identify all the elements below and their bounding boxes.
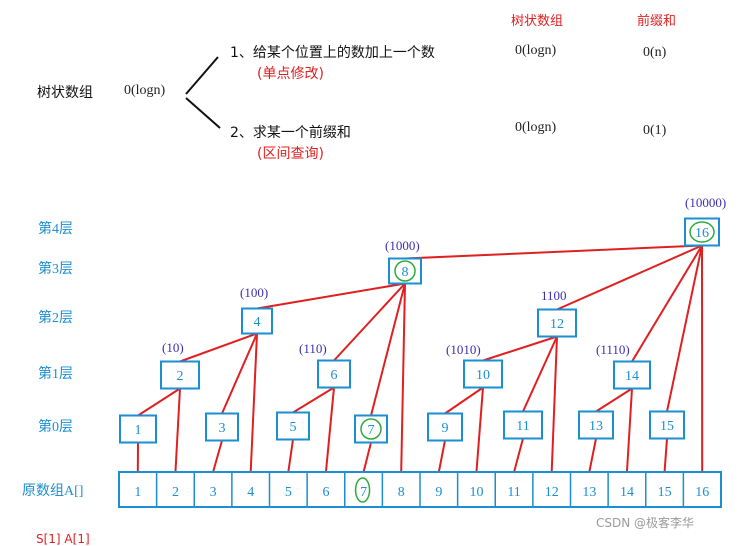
tree-node-14-binary: (1110)	[596, 342, 630, 357]
array-cell-9: 9	[435, 485, 442, 500]
edge-13-to-array-13	[589, 439, 596, 473]
edge-14-to-16	[632, 246, 702, 362]
edge-2-to-array-2	[175, 389, 180, 473]
edge-8-to-16	[405, 246, 702, 259]
edge-8-to-array-8	[401, 284, 405, 473]
array-cell-2: 2	[172, 485, 179, 500]
tree-node-2-label: 2	[177, 369, 184, 384]
edge-14-to-array-14	[627, 389, 632, 473]
tree-node-12-label: 12	[550, 317, 564, 332]
tree-node-3-label: 3	[219, 421, 226, 436]
array-cell-8: 8	[398, 485, 405, 500]
array-cell-16: 16	[695, 485, 709, 500]
tree-node-16-label: 16	[695, 226, 709, 241]
array-cell-10: 10	[469, 485, 483, 500]
array-cell-11: 11	[507, 485, 520, 500]
tree-node-6-label: 6	[331, 368, 338, 383]
array-cell-5: 5	[285, 485, 292, 500]
edge-1-to-2	[138, 389, 180, 416]
edge-6-to-array-6	[326, 388, 334, 473]
tree-node-12-binary: 1100	[541, 288, 567, 303]
edge-12-to-array-12	[552, 337, 557, 473]
edge-5-to-6	[293, 388, 334, 413]
edge-12-to-16	[557, 246, 702, 310]
edge-4-to-array-4	[251, 334, 257, 473]
edge-7-to-array-7	[364, 443, 371, 473]
array-cell-15: 15	[658, 485, 672, 500]
edge-15-to-array-15	[665, 439, 667, 473]
edge-10-to-array-10	[476, 388, 483, 473]
tree-node-13-label: 13	[589, 419, 603, 434]
tree-node-8-binary: (1000)	[385, 238, 420, 253]
intro-branch-upper	[186, 57, 218, 94]
tree-node-2-binary: (10)	[162, 340, 184, 355]
tree-node-5-label: 5	[290, 420, 297, 435]
edge-13-to-14	[596, 389, 632, 412]
edge-10-to-12	[483, 337, 557, 361]
tree-node-4-label: 4	[254, 315, 261, 330]
array-cell-12: 12	[545, 485, 559, 500]
tree-node-14-label: 14	[625, 369, 639, 384]
edge-11-to-array-11	[514, 439, 523, 473]
watermark: CSDN @极客李华	[596, 514, 694, 531]
tree-node-9-label: 9	[442, 421, 449, 436]
array-cell-7: 7	[360, 485, 367, 500]
tree-node-8-label: 8	[402, 265, 409, 280]
tree-node-1-label: 1	[135, 423, 142, 438]
edge-9-to-10	[445, 388, 483, 414]
edge-5-to-array-5	[288, 440, 293, 473]
edge-15-to-16	[667, 246, 702, 412]
tree-node-10-label: 10	[476, 368, 490, 383]
array-cell-1: 1	[134, 485, 141, 500]
array-cell-14: 14	[620, 485, 634, 500]
intro-branch-lower	[186, 98, 220, 128]
footer-fragment: S[1] A[1]	[36, 532, 90, 546]
array-cell-13: 13	[582, 485, 596, 500]
tree-node-15-label: 15	[660, 419, 674, 434]
array-cell-6: 6	[322, 485, 329, 500]
array-cell-4: 4	[247, 485, 254, 500]
tree-node-10-binary: (1010)	[446, 342, 481, 357]
tree-node-4-binary: (100)	[240, 285, 268, 300]
tree-node-16-binary: (10000)	[685, 195, 726, 210]
tree-node-11-label: 11	[516, 419, 529, 434]
edge-3-to-4	[222, 334, 257, 414]
edge-11-to-12	[523, 337, 557, 412]
edge-4-to-8	[257, 284, 405, 309]
tree-node-7-label: 7	[368, 423, 375, 438]
array-cell-3: 3	[210, 485, 217, 500]
tree-node-6-binary: (110)	[299, 341, 327, 356]
edge-2-to-4	[180, 334, 257, 362]
edge-3-to-array-3	[213, 441, 222, 473]
edge-9-to-array-9	[439, 441, 445, 473]
